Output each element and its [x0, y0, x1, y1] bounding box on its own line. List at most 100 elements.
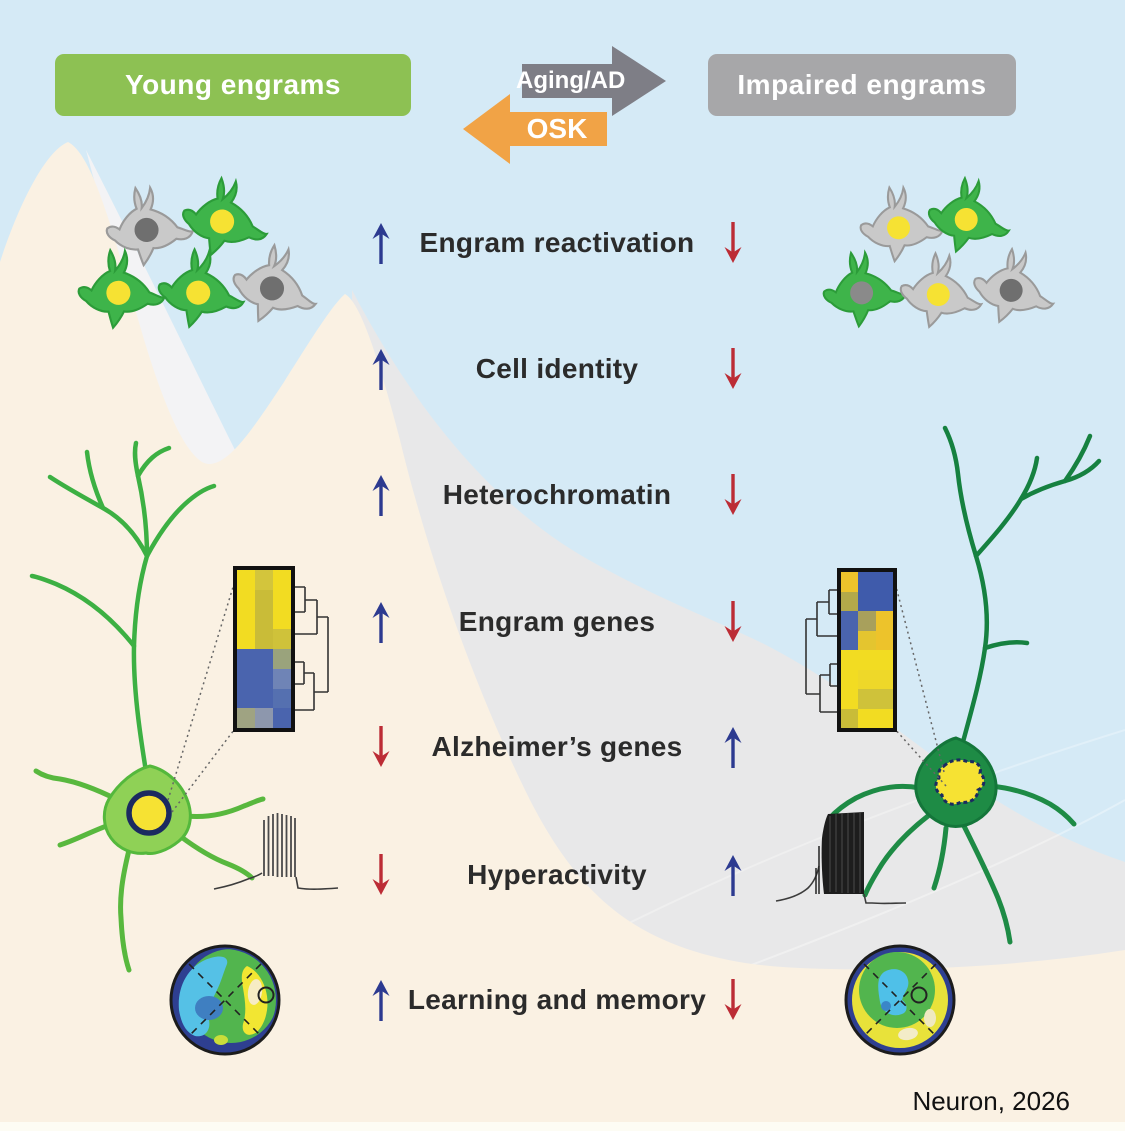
heatmap-cell	[858, 591, 876, 611]
up-arrow-icon	[368, 600, 394, 644]
heatmap-cell	[255, 688, 273, 709]
impaired-neuron-processes	[826, 783, 1077, 945]
impaired-gene-heatmap	[837, 568, 897, 732]
engram-cell	[968, 243, 1061, 330]
heatmap-cell	[858, 689, 876, 709]
target-zone-icon	[910, 986, 928, 1004]
young-direction-arrow-icon	[368, 473, 394, 517]
impaired-direction-arrow-icon	[720, 725, 746, 769]
young-direction-arrow-icon	[368, 853, 394, 897]
row-hyperactivity: Hyperactivity	[368, 853, 746, 897]
heatmap-cell	[255, 570, 273, 590]
heatmap-cell	[875, 572, 893, 592]
heatmap-cell	[273, 589, 291, 610]
young-engrams-label: Young engrams	[124, 69, 341, 100]
heatmap-cell	[255, 609, 273, 630]
impaired-direction-arrow-icon	[720, 978, 746, 1022]
heatmap-cell	[237, 589, 255, 610]
engram-cell	[225, 238, 326, 332]
engram-cell-nucleus	[850, 281, 874, 305]
heatmap-cell	[858, 708, 876, 728]
row-label: Alzheimer’s genes	[431, 731, 683, 762]
young-neuron-nucleus	[126, 790, 172, 836]
engram-cell	[74, 245, 168, 331]
young-memory-map	[169, 944, 281, 1056]
heatmap-cell	[255, 668, 273, 689]
down-arrow-icon	[720, 473, 746, 517]
engram-cell-nucleus	[186, 280, 211, 305]
heatmap-cell	[875, 669, 893, 689]
young-direction-arrow-icon	[368, 600, 394, 644]
young-direction-arrow-icon	[368, 725, 394, 769]
heatmap-cell	[875, 708, 893, 728]
citation: Neuron, 2026	[912, 1086, 1070, 1116]
young-neuron-dendrites	[29, 440, 217, 799]
impaired-direction-arrow-icon	[720, 853, 746, 897]
impaired-neuron-dendrites	[942, 425, 1102, 771]
heatmap-cell	[255, 629, 273, 649]
heatmap-cell	[858, 669, 876, 689]
engram-cell-nucleus	[887, 216, 911, 240]
engram-cell	[897, 250, 985, 331]
heatmap-cell	[841, 650, 859, 670]
heatmap-cell	[841, 689, 859, 709]
cream-hills	[0, 142, 1125, 1131]
engram-cell-nucleus	[954, 208, 978, 231]
young-dendrogram	[292, 586, 329, 711]
young-direction-arrow-icon	[368, 978, 394, 1022]
heatmap-cell	[273, 668, 291, 689]
young-gene-heatmap	[233, 566, 295, 732]
impaired-direction-arrow-icon	[720, 600, 746, 644]
up-arrow-icon	[368, 221, 394, 265]
spike-trace-young	[213, 813, 339, 890]
young-engrams-box: Young engrams	[55, 54, 411, 116]
down-arrow-icon	[368, 853, 394, 897]
up-arrow-icon	[720, 853, 746, 897]
aging-ad-arrow-icon	[522, 46, 666, 116]
row-label: Learning and memory	[407, 984, 707, 1015]
heatmap-cell	[273, 688, 291, 709]
osk-arrow-icon	[463, 94, 607, 164]
heatmap-cell	[858, 630, 876, 650]
engram-cell-nucleus	[106, 280, 131, 305]
engram-cell-nucleus	[134, 217, 159, 242]
engram-cell	[924, 174, 1015, 257]
heatmap-cell	[273, 570, 291, 590]
heatmap-cell	[237, 649, 255, 669]
osk-arrow-label: OSK	[526, 113, 588, 144]
impaired-engram-cells	[817, 174, 1061, 332]
impaired-engrams-box: Impaired engrams	[708, 54, 1016, 116]
heatmap-cell	[858, 650, 876, 670]
down-arrow-icon	[720, 221, 746, 265]
heatmap-cell	[237, 609, 255, 630]
row-label: Engram reactivation	[419, 227, 695, 258]
down-arrow-icon	[368, 725, 394, 769]
impaired-neuron	[826, 425, 1102, 945]
heatmap-cell	[255, 589, 273, 610]
heatmap-cell	[841, 708, 859, 728]
row-cell-identity: Cell identity	[368, 347, 746, 391]
young-neuron-processes	[33, 768, 266, 973]
impaired-dendrogram	[805, 589, 842, 713]
impaired-direction-arrow-icon	[720, 347, 746, 391]
heatmap-cell	[255, 649, 273, 669]
heatmap-cell	[841, 591, 859, 611]
young-engram-cells	[74, 173, 326, 332]
row-engram-genes: Engram genes	[368, 600, 746, 644]
down-arrow-icon	[720, 978, 746, 1022]
heatmap-cell	[237, 688, 255, 709]
engram-cell	[178, 173, 274, 262]
down-arrow-icon	[720, 600, 746, 644]
impaired-direction-arrow-icon	[720, 221, 746, 265]
engram-cell-nucleus	[926, 283, 950, 307]
heatmap-cell	[273, 609, 291, 630]
aging-ad-arrow-label: Aging/AD	[516, 67, 626, 94]
heatmap-cell	[255, 708, 273, 728]
heatmap-cell	[875, 689, 893, 709]
engram-cell	[156, 247, 247, 330]
engram-cell	[817, 245, 911, 332]
heatmap-cell	[875, 630, 893, 650]
engram-cell-nucleus	[999, 278, 1023, 302]
row-learning-and-memory: Learning and memory	[368, 978, 746, 1022]
spike-trace-impaired	[775, 812, 907, 905]
